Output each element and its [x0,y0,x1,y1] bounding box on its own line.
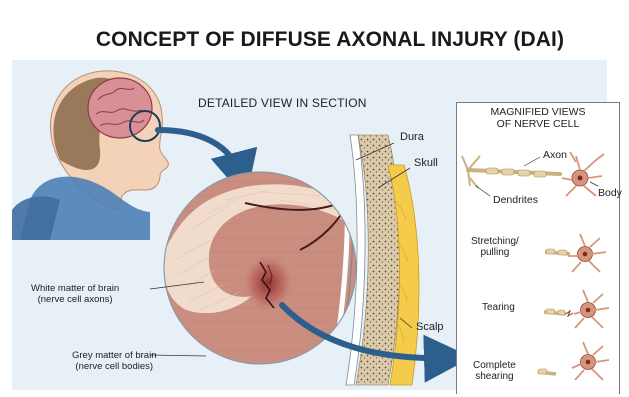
label-dura: Dura [400,132,424,143]
label-shearing: Complete shearing [473,360,516,382]
label-skull: Skull [414,158,438,169]
zoom-arrow [158,130,240,176]
label-axon: Axon [543,150,567,161]
label-grey-matter: Grey matter of brain (nerve cell bodies) [72,350,156,372]
section-title: DETAILED VIEW IN SECTION [198,96,367,110]
label-body: Body [598,188,622,199]
head-profile [12,71,168,240]
label-scalp: Scalp [416,322,444,333]
label-tearing: Tearing [482,302,515,313]
magnified-title: MAGNIFIED VIEWS OF NERVE CELL [463,106,613,130]
label-white-matter: White matter of brain (nerve cell axons) [31,283,119,305]
label-dendrites: Dendrites [493,195,538,206]
label-stretching: Stretching/ pulling [471,236,519,258]
